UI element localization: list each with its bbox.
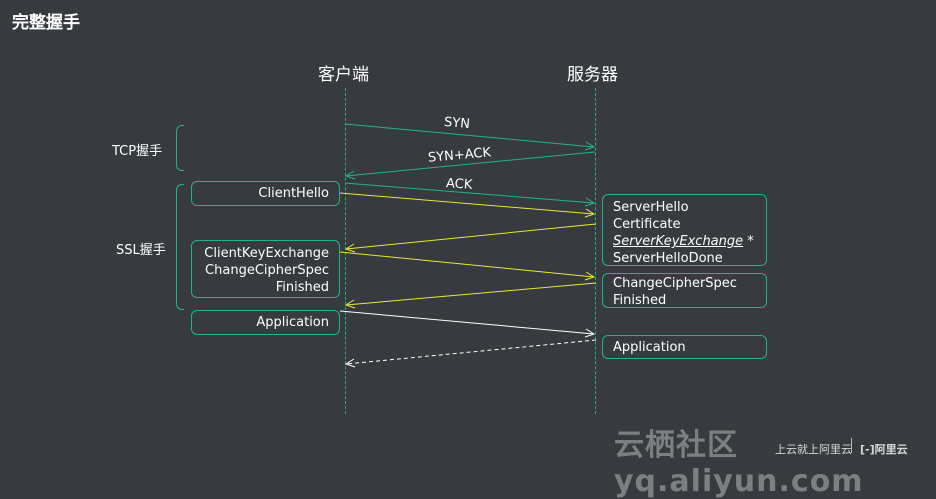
client-hello-text: ClientHello (258, 186, 329, 201)
client-change-cipher-spec-text: ChangeCipherSpec (205, 263, 329, 278)
client-application-arrowhead (584, 328, 596, 338)
server-application-arrow (345, 339, 597, 365)
watermark: 云栖社区 yq.aliyun.com (614, 428, 864, 499)
footer-divider (851, 438, 852, 453)
slide-title: 完整握手 (12, 13, 80, 33)
server-change-cipher-arrowhead (344, 299, 356, 309)
syn-ack-arrowhead (344, 170, 356, 180)
ack-arrow (344, 182, 595, 204)
ssl-group-label: SSL握手 (116, 243, 166, 258)
client-actor-label: 客户端 (318, 65, 369, 85)
client-key-exchange-arrowhead (584, 271, 596, 281)
server-change-cipher-arrow (345, 282, 597, 306)
client-lifeline (345, 88, 346, 414)
server-hello-arrowhead (344, 243, 356, 253)
server-key-exchange-line: ServerKeyExchange * (613, 233, 766, 250)
client-hello-arrow (339, 192, 595, 215)
client-key-exchange-text: ClientKeyExchange (204, 246, 329, 261)
client-hello-box: ClientHello (191, 181, 340, 206)
syn-label: SYN (443, 114, 471, 133)
client-hello-arrowhead (584, 208, 596, 218)
message-arrows (339, 123, 597, 368)
tcp-group-label: TCP握手 (112, 144, 163, 159)
brand-logo-icon: [-] (860, 443, 875, 456)
server-application-text: Application (613, 340, 686, 355)
client-finished-text: Finished (275, 280, 329, 295)
certificate-text: Certificate (613, 217, 681, 232)
server-change-cipher-spec-text: ChangeCipherSpec (613, 276, 737, 291)
ack-arrowhead (584, 197, 596, 207)
server-key-exchange-text: ServerKeyExchange (613, 234, 744, 249)
tcp-group-brace (176, 125, 184, 171)
server-hello-box: ServerHello Certificate ServerKeyExchang… (602, 194, 767, 266)
brand-logo: [-]阿里云 (860, 441, 908, 457)
optional-marker: * (743, 234, 754, 249)
server-actor-label: 服务器 (567, 65, 618, 85)
syn-arrow (344, 123, 595, 148)
client-application-box: Application (191, 310, 340, 335)
server-hello-text: ServerHello (613, 200, 689, 215)
ack-label: ACK (445, 176, 473, 193)
server-hello-arrow (345, 223, 597, 250)
footer-slogan: 上云就上阿里云 (775, 443, 852, 456)
brand-name: 阿里云 (874, 443, 908, 456)
syn-ack-arrow (345, 151, 596, 177)
ssl-group-brace (176, 184, 184, 310)
server-application-arrowhead (344, 358, 356, 368)
client-application-text: Application (256, 315, 329, 330)
server-change-cipher-box: ChangeCipherSpec Finished (602, 273, 767, 308)
client-application-arrow (339, 310, 595, 335)
client-key-exchange-arrow (339, 251, 595, 278)
syn-arrowhead (584, 141, 596, 151)
server-lifeline (595, 88, 596, 414)
server-finished-text: Finished (613, 293, 667, 308)
client-key-exchange-box: ClientKeyExchange ChangeCipherSpec Finis… (191, 240, 340, 298)
server-hello-done-text: ServerHelloDone (613, 251, 723, 266)
server-application-box: Application (602, 335, 767, 359)
